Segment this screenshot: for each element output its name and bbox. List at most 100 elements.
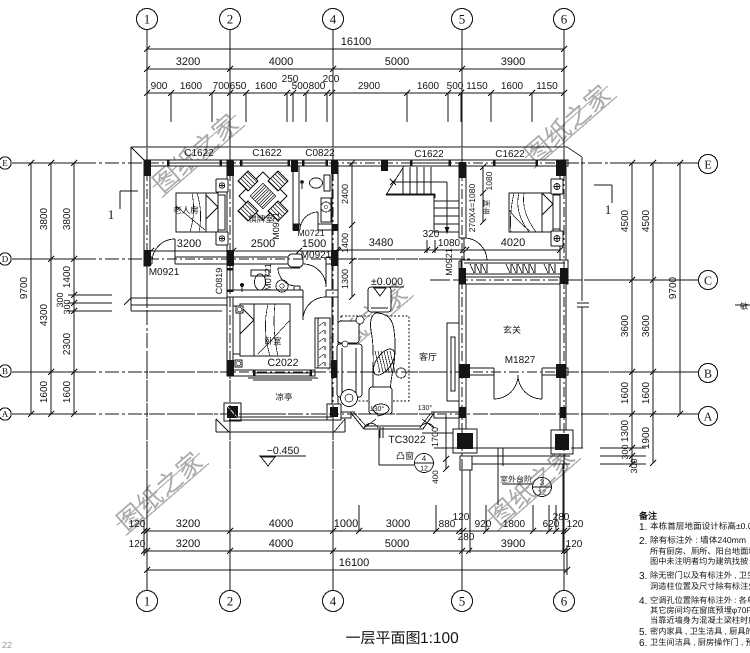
svg-text:C1622: C1622 xyxy=(495,149,525,160)
svg-text:1700: 1700 xyxy=(430,427,440,447)
svg-text:4000: 4000 xyxy=(269,538,293,550)
svg-text:2: 2 xyxy=(227,594,234,609)
svg-text:4000: 4000 xyxy=(269,56,293,68)
svg-text:120: 120 xyxy=(129,539,146,550)
svg-text:5000: 5000 xyxy=(385,56,409,68)
svg-text:所有厨房、厕所、阳台地面均比室: 所有厨房、厕所、阳台地面均比室 xyxy=(650,547,750,556)
svg-text:800: 800 xyxy=(309,81,326,92)
svg-text:敏: 敏 xyxy=(740,302,748,311)
svg-text:1900: 1900 xyxy=(641,426,652,449)
svg-text:1: 1 xyxy=(144,594,151,609)
svg-text:除有标注外 : 墙体240mm: 除有标注外 : 墙体240mm xyxy=(650,535,746,545)
svg-text:客厅: 客厅 xyxy=(419,352,437,362)
svg-text:620: 620 xyxy=(543,519,560,530)
svg-text:C: C xyxy=(704,273,712,287)
svg-text:270X4=1080: 270X4=1080 xyxy=(467,184,477,233)
svg-text:密内家具 , 卫生洁具 , 厨具的位置: 密内家具 , 卫生洁具 , 厨具的位置 xyxy=(650,627,750,636)
svg-text:1400: 1400 xyxy=(340,233,350,253)
svg-text:除无密门以及有标注外 , 卫生间门: 除无密门以及有标注外 , 卫生间门 xyxy=(650,571,750,580)
svg-text:300: 300 xyxy=(629,458,639,473)
svg-text:3480: 3480 xyxy=(369,237,393,249)
svg-text:2900: 2900 xyxy=(358,81,381,92)
svg-text:1600: 1600 xyxy=(255,81,278,92)
svg-text:1400: 1400 xyxy=(62,265,73,288)
svg-text:1600: 1600 xyxy=(417,81,440,92)
svg-text:卧室: 卧室 xyxy=(264,336,282,346)
svg-text:E: E xyxy=(2,158,8,168)
svg-text:16100: 16100 xyxy=(339,557,370,569)
svg-text:6.: 6. xyxy=(639,638,647,648)
svg-text:130°: 130° xyxy=(418,405,433,412)
svg-text:M0721: M0721 xyxy=(297,228,325,238)
svg-text:250: 250 xyxy=(282,74,299,85)
svg-text:1800: 1800 xyxy=(503,519,526,530)
svg-text:1600: 1600 xyxy=(39,380,50,403)
svg-text:4500: 4500 xyxy=(620,209,631,232)
svg-text:C1622: C1622 xyxy=(414,149,444,160)
svg-text:2300: 2300 xyxy=(62,332,73,355)
svg-text:B: B xyxy=(704,366,712,380)
svg-text:1300: 1300 xyxy=(340,269,350,289)
svg-text:9700: 9700 xyxy=(19,276,30,299)
svg-text:1: 1 xyxy=(605,202,612,217)
svg-text:C2022: C2022 xyxy=(268,357,299,369)
svg-text:1300: 1300 xyxy=(620,419,631,442)
svg-text:120: 120 xyxy=(567,519,584,530)
svg-text:3: 3 xyxy=(540,478,545,487)
svg-text:5: 5 xyxy=(459,12,466,27)
svg-text:700: 700 xyxy=(213,81,230,92)
svg-text:3000: 3000 xyxy=(386,518,410,530)
svg-text:1.: 1. xyxy=(639,522,647,533)
svg-text:1:100: 1:100 xyxy=(420,630,459,647)
svg-text:玄关: 玄关 xyxy=(503,325,521,335)
svg-text:500: 500 xyxy=(292,81,309,92)
svg-text:3200: 3200 xyxy=(177,238,201,250)
svg-text:1600: 1600 xyxy=(620,381,631,404)
svg-text:棋牌室: 棋牌室 xyxy=(248,214,274,224)
svg-text:B: B xyxy=(2,366,8,376)
svg-text:E: E xyxy=(704,157,711,171)
svg-text:C0822: C0822 xyxy=(305,148,335,159)
svg-text:M0921: M0921 xyxy=(271,212,281,240)
svg-text:900: 900 xyxy=(151,81,168,92)
svg-text:−0.450: −0.450 xyxy=(267,445,300,457)
svg-text:3800: 3800 xyxy=(39,207,50,230)
svg-text:6: 6 xyxy=(561,12,568,27)
svg-text:880: 880 xyxy=(439,519,456,530)
svg-text:A: A xyxy=(704,409,713,423)
svg-text:5: 5 xyxy=(459,594,466,609)
svg-text:2500: 2500 xyxy=(251,238,275,250)
svg-text:1: 1 xyxy=(108,207,115,222)
svg-text:3600: 3600 xyxy=(620,314,631,337)
svg-text:D: D xyxy=(2,254,9,264)
svg-text:3900: 3900 xyxy=(501,538,525,550)
svg-text:1600: 1600 xyxy=(641,381,652,404)
svg-text:16100: 16100 xyxy=(341,36,372,48)
svg-text:1150: 1150 xyxy=(466,81,488,92)
svg-text:320: 320 xyxy=(423,229,440,240)
svg-text:4: 4 xyxy=(422,454,427,463)
svg-text:2400: 2400 xyxy=(340,184,350,204)
svg-text:280: 280 xyxy=(458,532,475,543)
svg-text:3200: 3200 xyxy=(176,538,200,550)
svg-text:洞造柱位置及尺寸除有标注外 , 其: 洞造柱位置及尺寸除有标注外 , 其 xyxy=(650,582,750,591)
svg-text:400: 400 xyxy=(431,470,440,484)
svg-text:其它房间均在窗底预埋φ70PVC: 其它房间均在窗底预埋φ70PVC xyxy=(650,606,750,615)
svg-text:4.: 4. xyxy=(639,596,647,607)
svg-text:4: 4 xyxy=(330,594,337,609)
svg-text:5.: 5. xyxy=(639,627,647,638)
svg-text:300: 300 xyxy=(620,444,630,459)
svg-text:3200: 3200 xyxy=(176,518,200,530)
svg-text:22: 22 xyxy=(2,640,12,648)
svg-text:1600: 1600 xyxy=(180,81,203,92)
svg-text:12: 12 xyxy=(420,466,428,473)
svg-text:1600: 1600 xyxy=(501,81,524,92)
svg-text:图中未注明者均为建筑找披 ; 各专: 图中未注明者均为建筑找披 ; 各专 xyxy=(650,557,750,566)
svg-text:920: 920 xyxy=(475,519,492,530)
svg-text:1080: 1080 xyxy=(484,171,494,190)
svg-text:3900: 3900 xyxy=(501,56,525,68)
svg-text:M0721: M0721 xyxy=(263,263,273,291)
svg-text:2: 2 xyxy=(227,12,234,27)
svg-text:M1827: M1827 xyxy=(505,355,536,366)
svg-text:3.: 3. xyxy=(639,571,647,582)
